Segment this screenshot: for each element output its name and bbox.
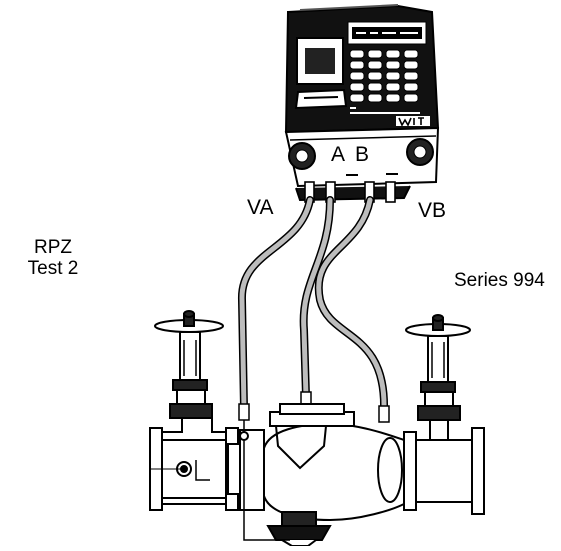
keypad-key — [403, 71, 419, 81]
meter-connection-panel — [284, 126, 440, 202]
series-label: Series 994 — [454, 270, 545, 291]
keypad-key — [349, 49, 365, 59]
keypad-key — [385, 93, 401, 103]
test-type-label: RPZ — [34, 237, 72, 258]
keypad-key — [403, 82, 419, 92]
meter-display — [296, 37, 344, 85]
keypad-key — [367, 71, 383, 81]
keypad-key — [367, 49, 383, 59]
keypad-key — [385, 71, 401, 81]
test-number-label: Test 2 — [27, 258, 79, 279]
keypad-key — [403, 93, 419, 103]
keypad-key — [349, 71, 365, 81]
meter-printer-slot — [294, 88, 348, 110]
test-hoses — [237, 196, 390, 423]
port-a-label: A — [331, 143, 346, 166]
rpz-assembly-body — [227, 403, 405, 547]
left-shutoff-valve — [149, 310, 239, 511]
valve-va-label: VA — [247, 196, 274, 219]
keypad-key — [367, 60, 383, 70]
keypad-key — [349, 82, 365, 92]
port-b-label: B — [355, 143, 370, 166]
keypad-key — [385, 60, 401, 70]
right-shutoff-valve — [403, 314, 485, 515]
meter-keypad — [349, 49, 419, 103]
keypad-key — [367, 82, 383, 92]
meter-logo-banner — [347, 21, 427, 45]
keypad-key — [367, 93, 383, 103]
keypad-key — [385, 82, 401, 92]
keypad-key — [349, 93, 365, 103]
keypad-key — [349, 60, 365, 70]
keypad-key — [385, 49, 401, 59]
watts-logo — [396, 116, 430, 127]
keypad-key — [403, 60, 419, 70]
test-title-label: RPZ Test 2 — [22, 237, 84, 279]
test-kit-meter — [284, 4, 440, 203]
keypad-key — [403, 49, 419, 59]
valve-vb-label: VB — [418, 199, 447, 222]
